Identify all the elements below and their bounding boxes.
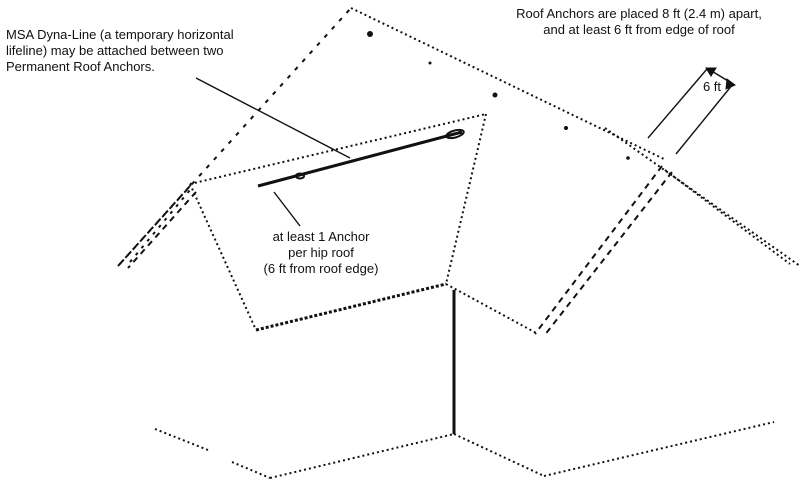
hip-anchor-caption-line-2: per hip roof — [288, 245, 354, 260]
arrow-head-left — [705, 67, 717, 77]
ground-center-right — [454, 434, 544, 476]
hip-roof-left-edge — [190, 184, 256, 330]
six-ft-dimension — [676, 67, 736, 154]
dyna-line-caption-line-3: Permanent Roof Anchors. — [6, 59, 155, 74]
right-slope-line-2 — [665, 170, 790, 264]
upper-roof-left-edge-inner — [130, 190, 190, 262]
hip-anchor-caption-line-1: at least 1 Anchor — [272, 229, 370, 244]
ground-center-left — [270, 434, 454, 478]
ground-left-back — [155, 429, 208, 450]
left-roof-slope — [118, 186, 196, 268]
dyna-line-leader — [196, 78, 350, 158]
anchor-spacing-caption-line-1: Roof Anchors are placed 8 ft (2.4 m) apa… — [516, 6, 762, 21]
anchor-mark — [367, 31, 373, 37]
edge-distance-label: 6 ft — [702, 79, 722, 94]
leader-lines — [196, 69, 707, 226]
anchor-mark — [564, 126, 568, 130]
anchor-mark — [428, 61, 432, 65]
left-wall-line-1 — [118, 186, 190, 266]
hip-anchor-leader — [274, 192, 300, 226]
hip-roof-top-edge — [190, 114, 486, 184]
arrow-head-right — [725, 78, 736, 90]
right-wall-line-1 — [535, 166, 662, 334]
hip-anchor-caption-line-3: (6 ft from roof edge) — [263, 261, 379, 276]
anchor-mark — [492, 92, 498, 98]
dimension-line — [676, 84, 733, 154]
hip-roof-right-lower-edge — [446, 284, 538, 334]
lifeline — [258, 132, 462, 186]
dyna-line-caption-line-2: lifeline) may be attached between two — [6, 43, 224, 58]
hip-roof — [190, 114, 538, 334]
left-wall-line-2 — [128, 192, 196, 268]
hip-roof-right-edge — [446, 114, 486, 284]
spacing-leader — [648, 69, 707, 138]
dyna-line-caption-line-1: MSA Dyna-Line (a temporary horizontal — [6, 27, 234, 42]
anchor-spacing-caption-line-2: and at least 6 ft from edge of roof — [543, 22, 735, 37]
lifeline-anchor-right — [445, 128, 465, 140]
upper-roof-anchor-marks — [367, 31, 630, 160]
hip-roof-bottom-edge — [256, 284, 446, 330]
anchor-mark — [626, 156, 630, 160]
hip-anchor-caption: at least 1 Anchor per hip roof (6 ft fro… — [236, 229, 406, 277]
ground-right — [544, 422, 774, 476]
ground-left-front — [232, 462, 270, 478]
anchor-spacing-caption: Roof Anchors are placed 8 ft (2.4 m) apa… — [474, 6, 804, 38]
right-wall-line-2 — [544, 172, 672, 336]
dyna-line — [258, 128, 465, 186]
right-roof-slope — [535, 128, 800, 336]
ground-outline — [155, 422, 774, 478]
dyna-line-caption: MSA Dyna-Line (a temporary horizontal li… — [6, 27, 324, 75]
lifeline-anchor-left — [295, 172, 305, 180]
